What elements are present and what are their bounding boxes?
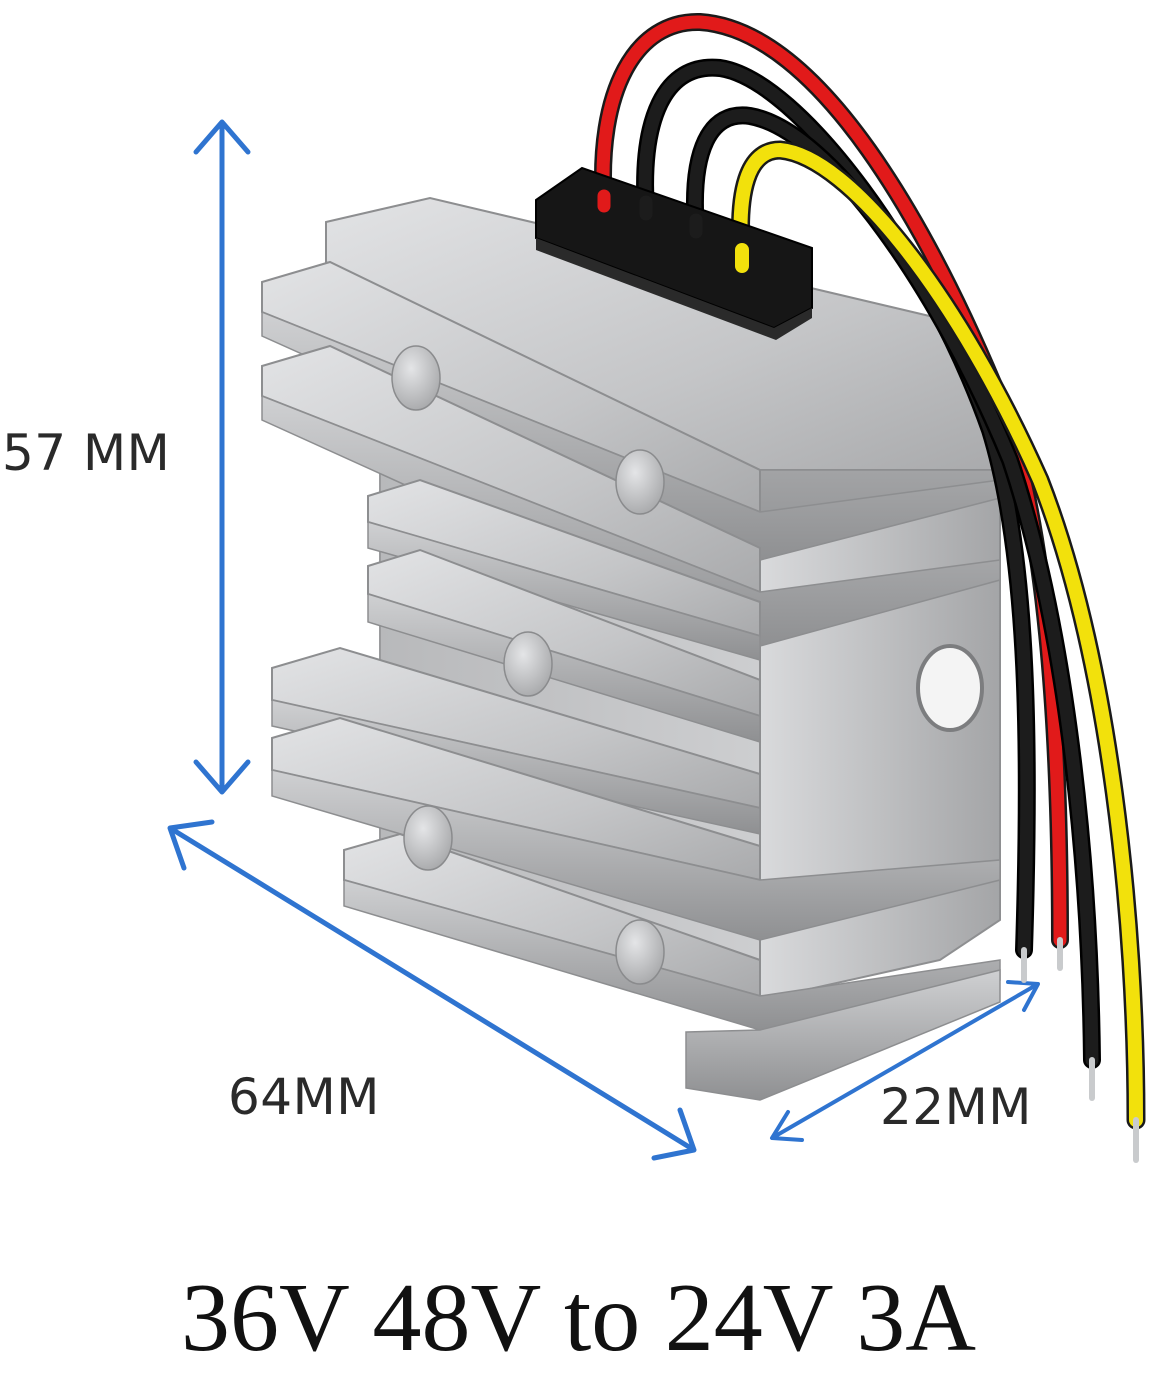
screw-boss [503, 631, 553, 697]
length-dimension-label: 64MM [228, 1068, 380, 1126]
height-dimension-arrow [193, 119, 251, 795]
fin-6 [271, 716, 1001, 941]
converter-heatsink [261, 196, 1002, 1101]
depth-dimension-label: 22MM [880, 1078, 1032, 1136]
screw-boss [615, 919, 665, 985]
screw-boss [403, 805, 453, 871]
length-dimension-arrow [167, 819, 697, 1161]
screw-boss [391, 345, 441, 411]
height-dimension-label: 57 MM [2, 424, 171, 482]
product-caption: 36V 48V to 24V 3A [180, 1264, 976, 1372]
fin-4 [367, 548, 761, 744]
fin-3 [367, 478, 761, 661]
mounting-hole [916, 644, 984, 732]
wire-leads [594, 12, 1146, 1163]
screw-boss [615, 449, 665, 515]
depth-dimension-arrow [770, 980, 1040, 1142]
fin-2 [261, 344, 1001, 647]
